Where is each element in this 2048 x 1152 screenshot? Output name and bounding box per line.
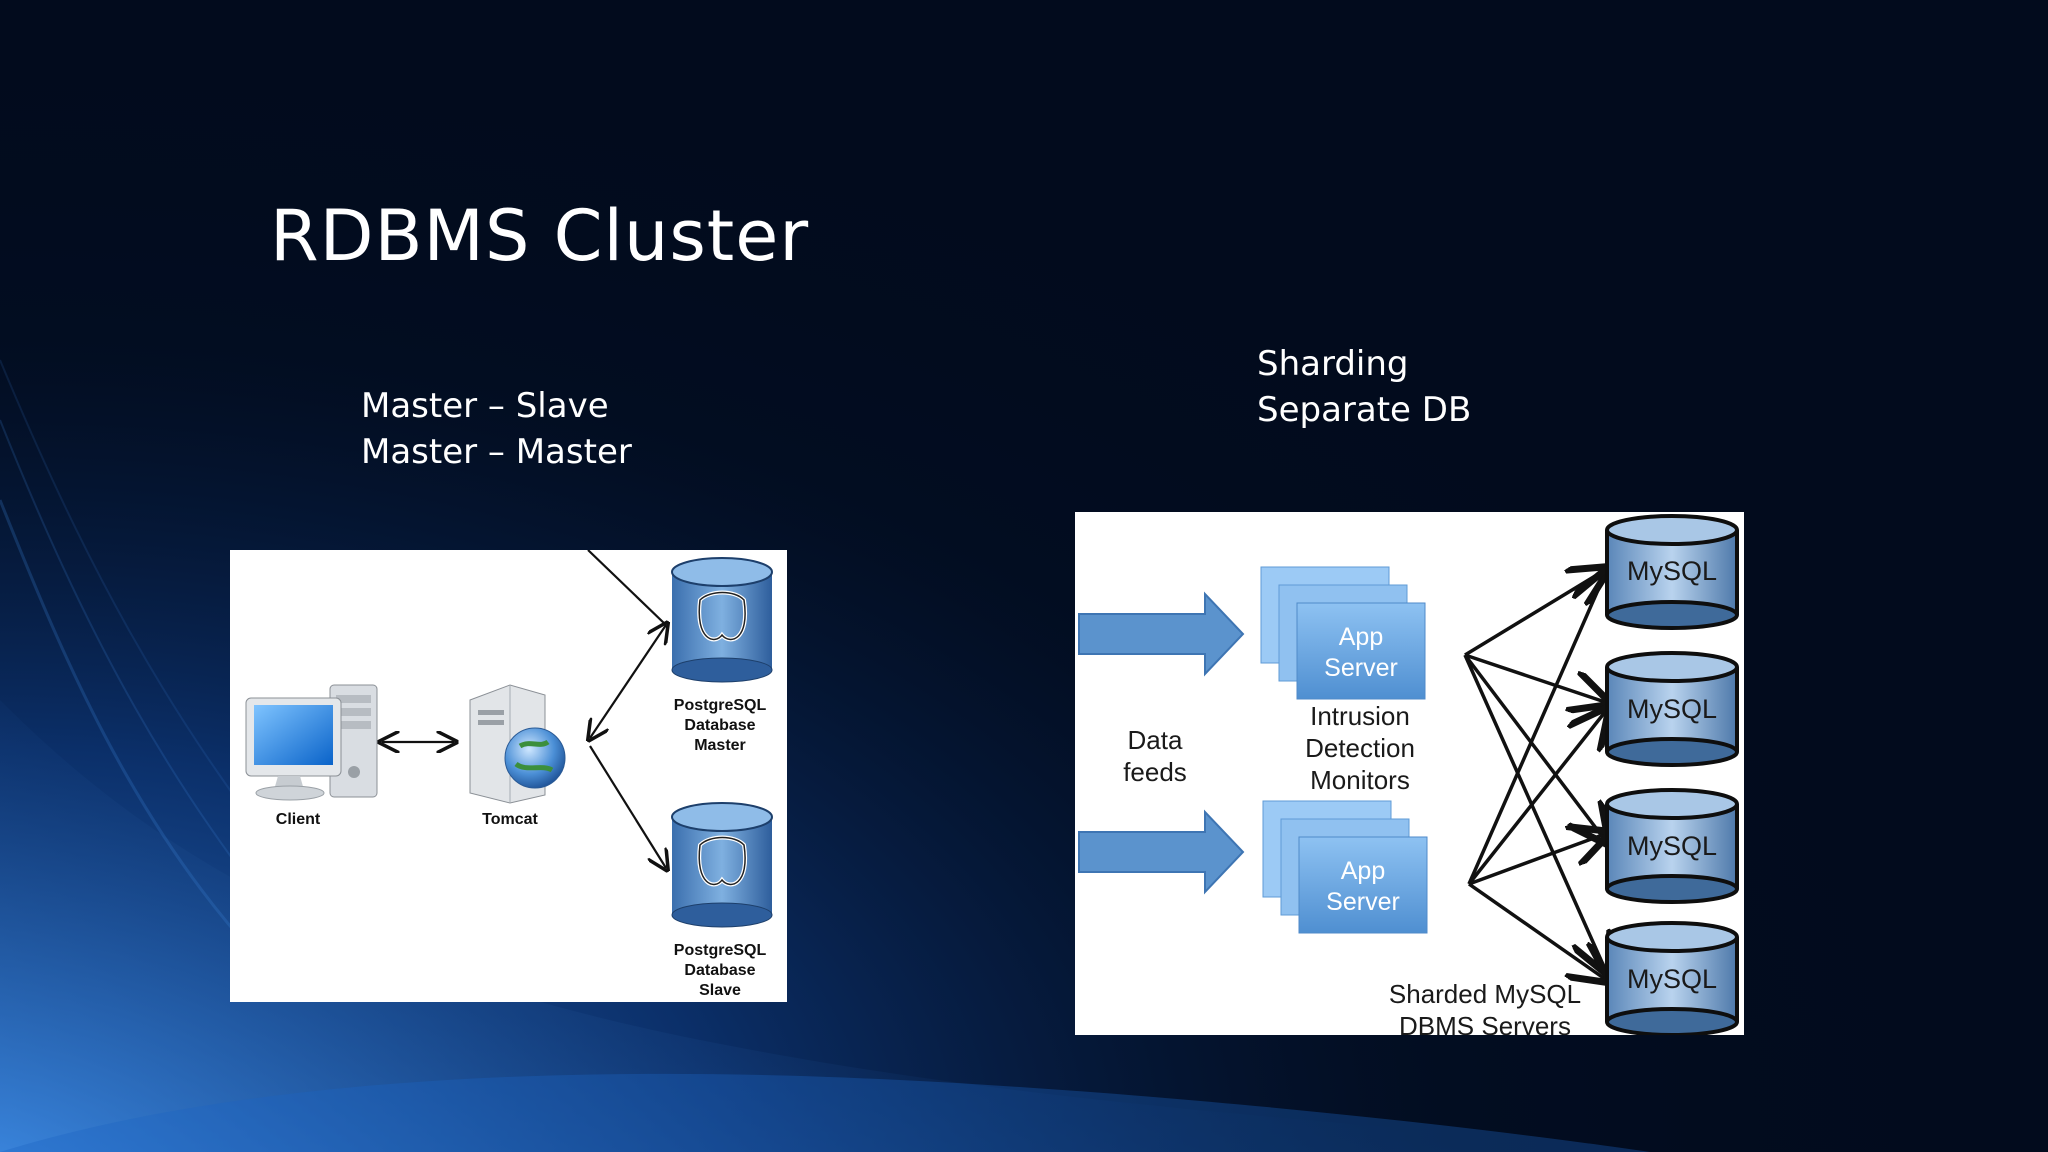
right-bullet-list: Sharding Separate DB <box>1257 341 1471 433</box>
sharded-mysql-label: Sharded MySQL DBMS Servers <box>1370 978 1600 1035</box>
app-server-bottom-line2: Server <box>1326 888 1400 916</box>
data-feed-arrow-top <box>1078 591 1245 677</box>
bullet-separate-db: Separate DB <box>1257 390 1472 430</box>
client-computer-icon <box>245 684 378 801</box>
app-server-top-line1: App <box>1338 623 1384 651</box>
mysql-label-1: MySQL <box>1626 556 1718 586</box>
tomcat-label: Tomcat <box>482 811 538 828</box>
data-feeds-label: Data feeds <box>1105 724 1205 788</box>
ids-label: Intrusion Detection Monitors <box>1265 700 1455 796</box>
client-label: Client <box>275 811 321 828</box>
mysql-label-3: MySQL <box>1626 831 1718 861</box>
bullet-master-master: Master – Master <box>361 432 632 472</box>
mysql-label-2: MySQL <box>1626 694 1718 724</box>
slide-title: RDBMS Cluster <box>270 195 810 277</box>
sharding-diagram: Data feeds App Server App Server Intrusi… <box>1075 512 1744 1035</box>
master-slave-diagram: Client Tomcat PostgreSQL Database Master… <box>230 550 787 1002</box>
mysql-cylinder-3 <box>1605 788 1739 904</box>
tomcat-server-icon <box>469 684 566 804</box>
master-label-line3: Master <box>694 737 746 754</box>
slave-db-label: PostgreSQL Database Slave <box>670 941 770 1001</box>
app-server-bottom-line1: App <box>1340 857 1386 885</box>
app-server-top-label: App Server <box>1297 622 1425 684</box>
mysql-cylinder-1 <box>1605 514 1739 630</box>
shard-connections <box>1463 570 1605 979</box>
bullet-master-slave: Master – Slave <box>361 386 609 426</box>
data-feed-arrow-bottom <box>1078 809 1245 895</box>
sharded-line1: Sharded MySQL <box>1388 979 1582 1009</box>
data-feeds-line2: feeds <box>1123 757 1187 787</box>
app-server-bottom-label: App Server <box>1299 856 1427 918</box>
master-db-label: PostgreSQL Database Master <box>670 696 770 756</box>
postgresql-slave-icon <box>671 802 773 928</box>
ids-line1: Intrusion <box>1310 701 1410 731</box>
data-feeds-line1: Data <box>1127 725 1183 755</box>
app-server-top-line2: Server <box>1324 654 1398 682</box>
ids-line3: Monitors <box>1310 765 1410 795</box>
slave-label-line1: PostgreSQL <box>673 942 767 959</box>
slave-label-line3: Slave <box>699 982 741 999</box>
master-label-line1: PostgreSQL <box>673 697 767 714</box>
mysql-cylinder-2 <box>1605 651 1739 767</box>
app-server-stack-bottom <box>1262 800 1428 934</box>
left-bullet-list: Master – Slave Master – Master <box>361 383 632 475</box>
postgresql-master-icon <box>671 557 773 683</box>
mysql-cylinder-4 <box>1605 921 1739 1035</box>
ids-line2: Detection <box>1305 733 1415 763</box>
slave-label-line2: Database <box>684 962 756 979</box>
mysql-label-4: MySQL <box>1626 964 1718 994</box>
master-label-line2: Database <box>684 717 756 734</box>
app-server-stack-top <box>1260 566 1426 700</box>
bullet-sharding: Sharding <box>1257 344 1409 384</box>
sharded-line2: DBMS Servers <box>1399 1011 1571 1035</box>
